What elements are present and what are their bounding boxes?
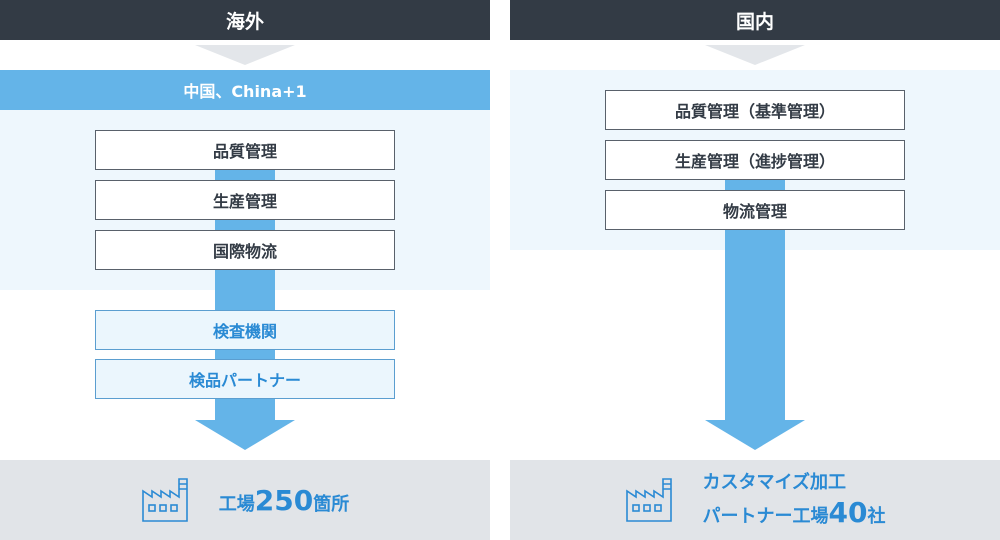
partner-count: 40 (828, 496, 868, 529)
domestic-footer: カスタマイズ加工 パートナー工場40社 (510, 460, 1000, 540)
down-chevron-icon (195, 45, 295, 65)
footer-label: パートナー工場 (702, 506, 829, 527)
factory-count: 250 (254, 483, 314, 517)
footer-unit: 箇所 (313, 493, 350, 515)
partner-qc: 検品パートナー (95, 359, 395, 399)
domestic-header: 国内 (510, 0, 1000, 40)
step-quality: 品質管理（基準管理） (605, 90, 905, 130)
footer-unit: 社 (867, 506, 886, 527)
step-production: 生産管理 (95, 180, 395, 220)
region-band: 中国、China+1 (0, 70, 490, 110)
arrow-down-icon (705, 420, 805, 450)
step-quality: 品質管理 (95, 130, 395, 170)
footer-label: 工場 (218, 493, 255, 515)
footer-line1: カスタマイズ加工 (702, 472, 846, 493)
partner-inspection: 検査機関 (95, 310, 395, 350)
overseas-header: 海外 (0, 0, 490, 40)
step-logistics: 物流管理 (605, 190, 905, 230)
factory-icon (625, 478, 672, 522)
step-logistics: 国際物流 (95, 230, 395, 270)
down-chevron-icon (705, 45, 805, 65)
arrow-down-icon (195, 420, 295, 450)
step-production: 生産管理（進捗管理） (605, 140, 905, 180)
factory-icon (141, 478, 188, 522)
overseas-footer: 工場250箇所 (0, 460, 490, 540)
